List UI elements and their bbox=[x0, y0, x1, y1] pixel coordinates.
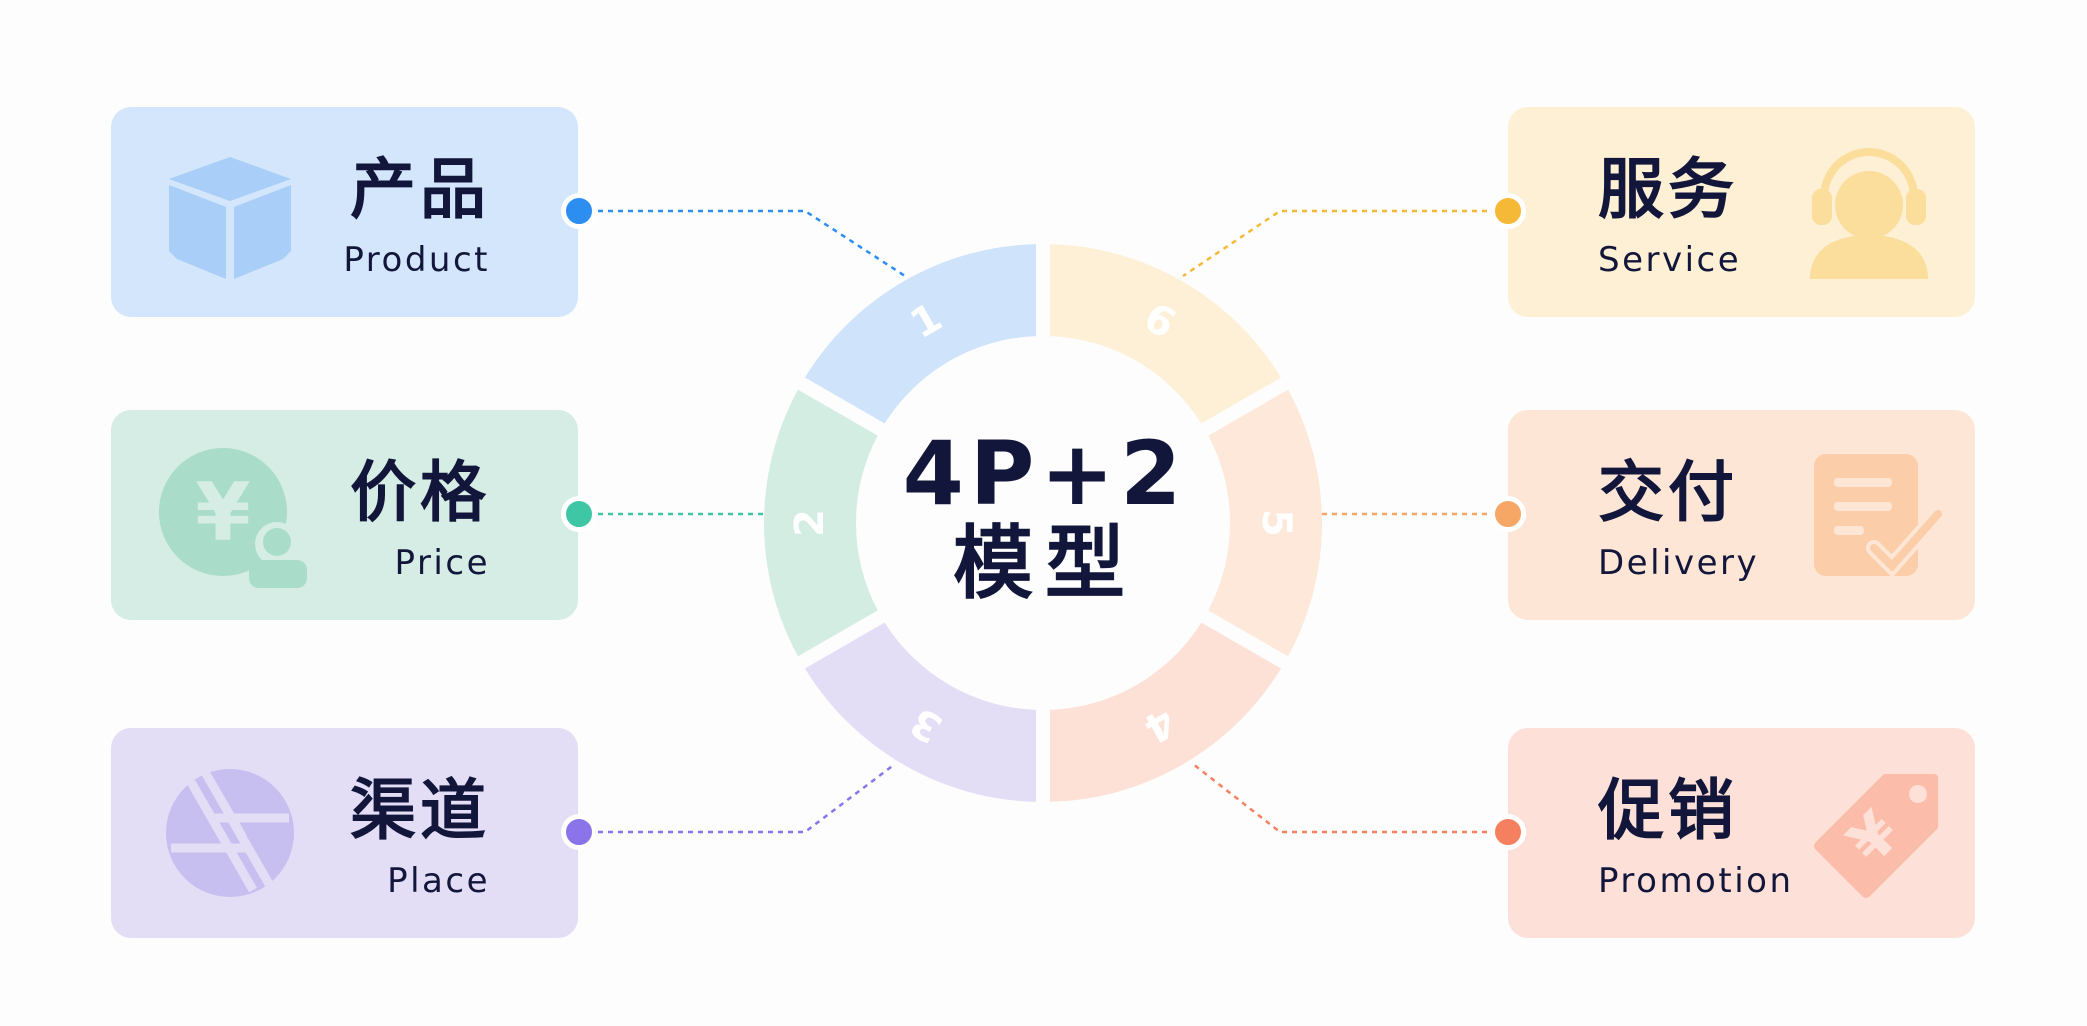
card-title-zh: 促销 bbox=[1598, 772, 1738, 849]
connector-dot-price bbox=[561, 496, 597, 532]
connector-lines bbox=[578, 209, 1507, 834]
ring-segment-number: 2 bbox=[787, 509, 833, 537]
card-title-en: Place bbox=[387, 861, 490, 901]
card-title-en: Price bbox=[394, 543, 490, 583]
center-title-line1: 4P+2 bbox=[902, 422, 1188, 525]
card-title-zh: 渠道 bbox=[350, 772, 490, 849]
connector-dot-service bbox=[1490, 193, 1526, 229]
connector-dot-place bbox=[561, 814, 597, 850]
ring-segment-2 bbox=[764, 389, 878, 657]
card-title-en: Product bbox=[343, 240, 490, 280]
connector-dot-promotion bbox=[1490, 814, 1526, 850]
card-title-en: Delivery bbox=[1598, 543, 1760, 583]
ring-segment-6 bbox=[1049, 244, 1282, 424]
ring-segment-number: 5 bbox=[1253, 509, 1299, 537]
connector-line-promotion bbox=[1192, 763, 1507, 834]
connector-dot-delivery bbox=[1490, 496, 1526, 532]
card-title-zh: 价格 bbox=[350, 454, 490, 531]
card-place[interactable]: 渠道 Place bbox=[111, 728, 578, 938]
center-title: 4P+2 模型 bbox=[880, 430, 1210, 604]
ring-segment-5 bbox=[1208, 389, 1322, 657]
ring-segment-3 bbox=[804, 622, 1037, 802]
card-service[interactable]: 服务 Service bbox=[1508, 107, 1975, 317]
connector-line-service bbox=[1182, 209, 1507, 278]
card-title-en: Promotion bbox=[1598, 861, 1794, 901]
ring-segment-1 bbox=[804, 244, 1037, 424]
card-title-zh: 交付 bbox=[1598, 454, 1738, 531]
connector-dot-product bbox=[561, 193, 597, 229]
document-check-icon bbox=[1814, 454, 1942, 578]
card-product[interactable]: 产品 Product bbox=[111, 107, 578, 317]
center-title-line2: 模型 bbox=[953, 517, 1137, 610]
connector-line-place bbox=[578, 763, 896, 834]
svg-text:¥: ¥ bbox=[195, 466, 251, 559]
connector-line-product bbox=[578, 209, 906, 278]
headset-user-icon bbox=[1810, 148, 1928, 279]
ring-segments bbox=[764, 244, 1322, 802]
box-icon bbox=[169, 157, 291, 279]
yen-coin-icon: ¥ bbox=[159, 448, 307, 588]
card-price[interactable]: ¥ 价格 Price bbox=[111, 410, 578, 620]
card-promotion[interactable]: ¥ 促销 Promotion bbox=[1508, 728, 1975, 938]
aperture-icon bbox=[166, 769, 294, 897]
price-tag-icon: ¥ bbox=[1814, 774, 1938, 898]
card-title-en: Service bbox=[1598, 240, 1742, 280]
ring-segment-4 bbox=[1049, 622, 1282, 802]
card-title-zh: 服务 bbox=[1598, 151, 1738, 228]
card-delivery[interactable]: 交付 Delivery bbox=[1508, 410, 1975, 620]
card-title-zh: 产品 bbox=[350, 151, 490, 228]
